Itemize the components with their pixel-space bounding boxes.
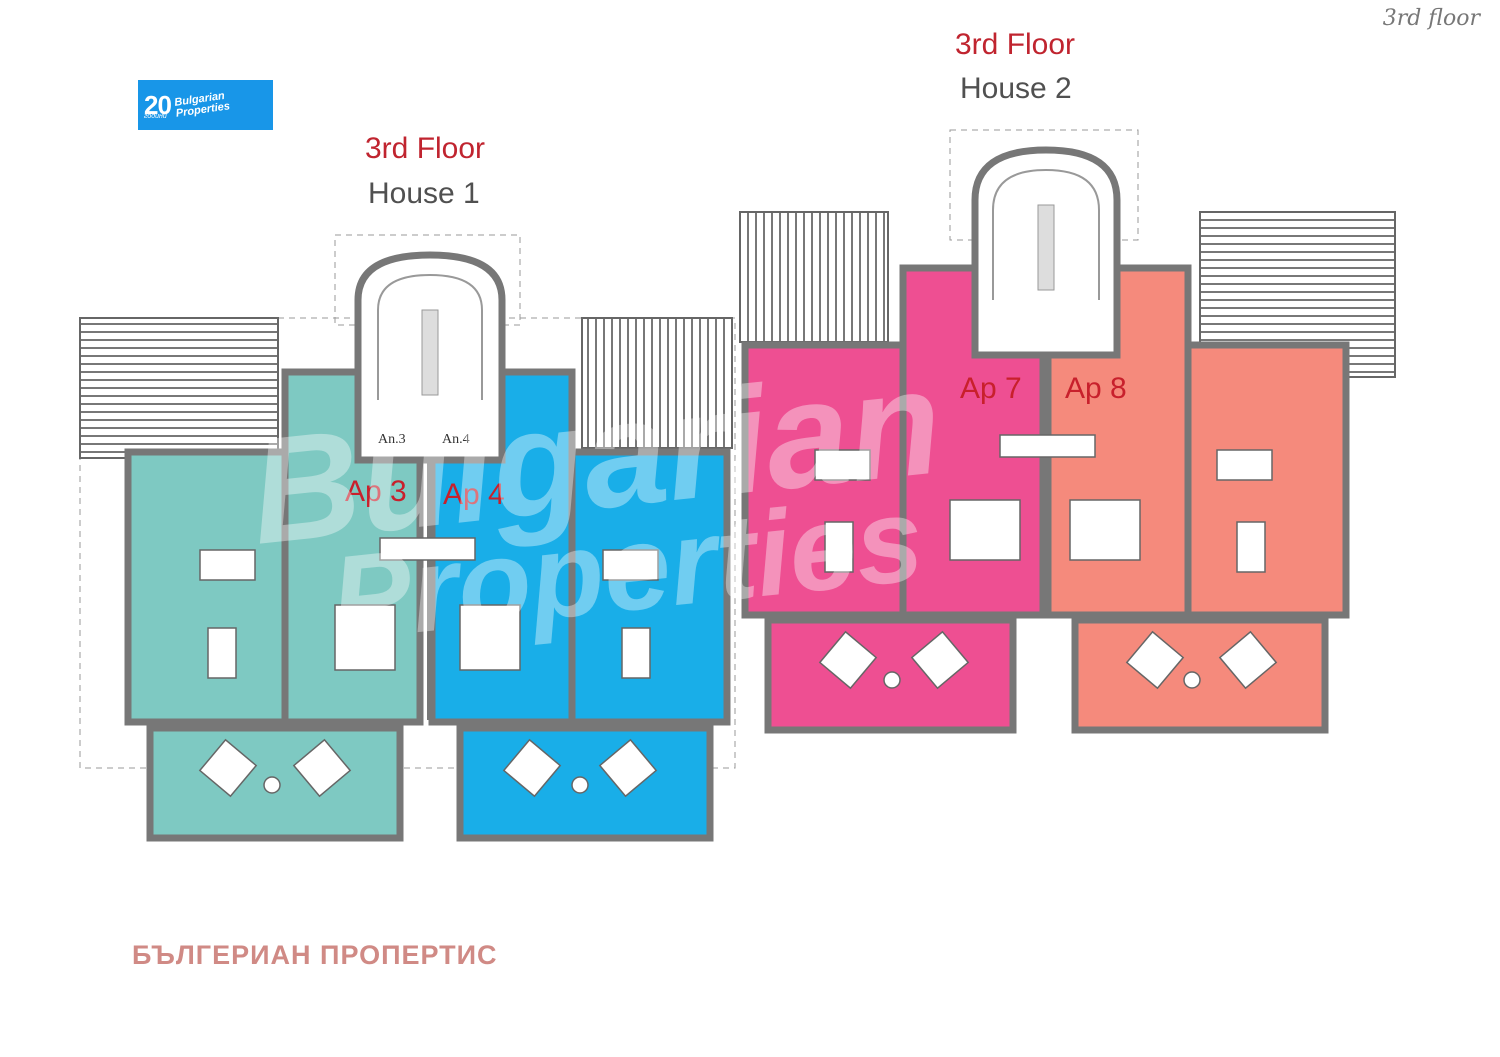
logo-subtitle: години <box>144 113 167 120</box>
logo-number: 20 <box>144 89 172 120</box>
house-2-floor-title: 3rd Floor <box>955 28 1076 61</box>
furniture-house-1 <box>198 537 659 798</box>
roof-right <box>581 317 733 449</box>
stair-tower-2 <box>971 146 1121 612</box>
footer-company-name: БЪЛГЕРИАН ПРОПЕРТИС <box>132 940 498 970</box>
roof-left <box>79 317 279 459</box>
house-2-plan <box>739 129 1396 734</box>
house-1-title: House 1 <box>368 177 480 210</box>
stair-label-ap4: An.4 <box>442 432 470 447</box>
company-logo: 20 години Bulgarian Properties <box>138 80 273 130</box>
house-1-plan <box>79 234 736 842</box>
stair-tower-1 <box>354 251 506 720</box>
furniture-house-2 <box>814 434 1278 690</box>
apartment-7-label: Ap 7 <box>960 372 1022 405</box>
apartment-8-label: Ap 8 <box>1065 372 1127 405</box>
house-2-title: House 2 <box>960 72 1072 105</box>
logo-brand: Bulgarian Properties <box>174 90 231 120</box>
house-1-floor-title: 3rd Floor <box>365 132 486 165</box>
apartment-3-label: Ap 3 <box>345 475 407 508</box>
apartment-4-label: Ap 4 <box>443 478 505 511</box>
corner-handwritten-note: 3rd floor <box>1382 6 1480 31</box>
stair-label-ap3: An.3 <box>378 432 406 447</box>
